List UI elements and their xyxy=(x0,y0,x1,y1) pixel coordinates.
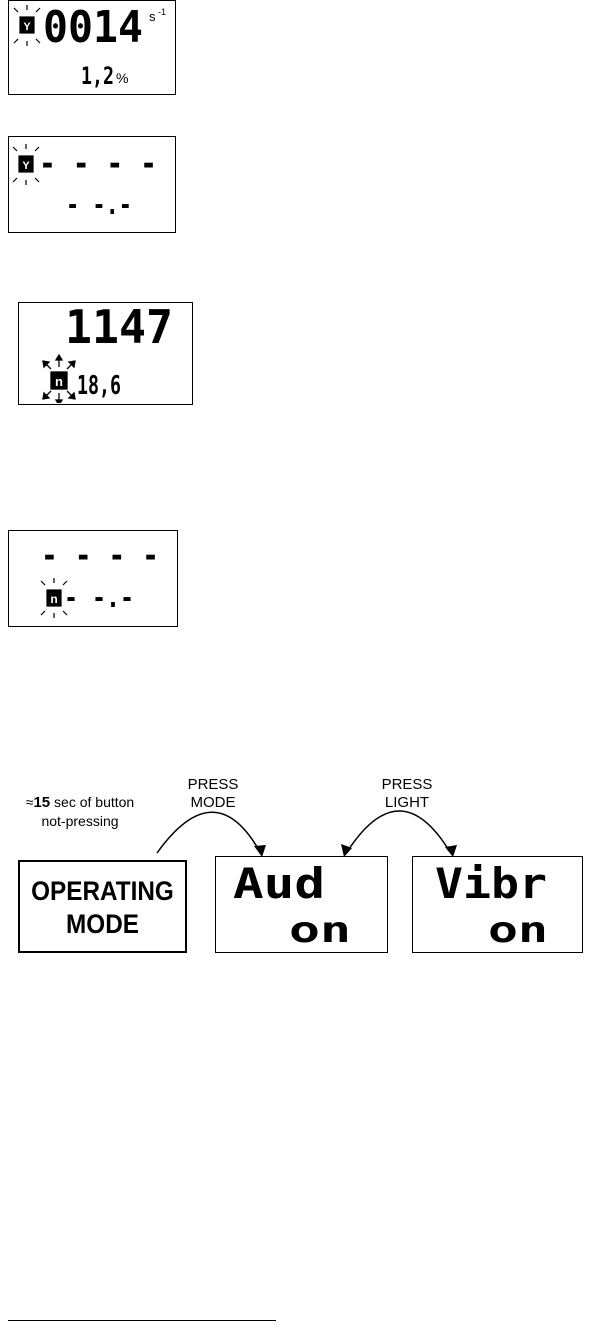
measurement-error-dashes: - -.- xyxy=(66,188,132,221)
neutron-indicator-letter: n xyxy=(50,592,57,606)
audio-setting-display: Aud on xyxy=(216,857,386,951)
footnote-rule xyxy=(8,1320,276,1321)
count-value: 1147 xyxy=(65,303,173,354)
gamma-indicator-letter: Y xyxy=(23,21,31,33)
lcd-panel-gamma-dashes: Y - - - - - -.- xyxy=(8,136,176,233)
operating-mode-line2: MODE xyxy=(28,908,177,941)
lcd-panel-gamma-rate: Y 0014 s -1 1,2 % xyxy=(8,0,176,95)
measurement-error-unit: % xyxy=(116,70,128,86)
lcd-panel-neutron-dashes: - - - - n - -.- xyxy=(8,530,178,627)
lcd-panel-neutron-rate: 1147 n 18,6 xyxy=(18,302,193,405)
arrow-operating-to-audio xyxy=(157,812,260,853)
measurement-error-value: 18,6 xyxy=(77,371,121,401)
vibro-state: on xyxy=(488,910,548,951)
lcd-panel-gamma-dashes-display: Y - - - - - -.- xyxy=(9,137,174,231)
dose-rate-value: 0014 xyxy=(43,2,143,53)
lcd-panel-gamma-rate-display: Y 0014 s -1 1,2 % xyxy=(9,1,174,93)
dose-rate-dashes: - - - - xyxy=(39,144,157,184)
vibro-setting-display: Vibr on xyxy=(413,857,581,951)
vibro-setting-panel: Vibr on xyxy=(412,856,583,953)
dose-rate-unit: s xyxy=(149,9,156,24)
arrow-audio-vibro xyxy=(347,811,450,852)
operating-mode-box: OPERATING MODE xyxy=(18,860,187,953)
vibro-label: Vibr xyxy=(435,859,547,908)
audio-label: Aud xyxy=(233,859,325,908)
measurement-error-value: 1,2 xyxy=(81,62,114,90)
audio-setting-panel: Aud on xyxy=(215,856,388,953)
neutron-indicator-letter: n xyxy=(55,374,63,389)
dose-rate-unit-exponent: -1 xyxy=(158,7,166,17)
lcd-panel-neutron-rate-display: 1147 n 18,6 xyxy=(19,303,191,403)
count-dashes: - - - - xyxy=(41,536,159,576)
gamma-indicator-letter: Y xyxy=(22,160,30,172)
operating-mode-line1: OPERATING xyxy=(28,875,177,908)
audio-state: on xyxy=(289,910,351,951)
measurement-error-dashes: - -.- xyxy=(64,581,134,614)
lcd-panel-neutron-dashes-display: - - - - n - -.- xyxy=(9,531,176,625)
